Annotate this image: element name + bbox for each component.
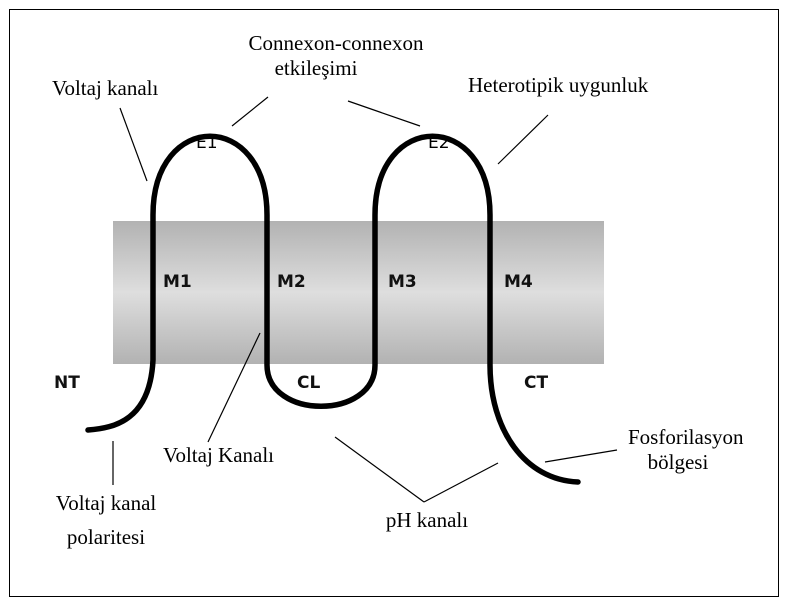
label-polarite-line1: Voltaj kanal [56,491,157,515]
label-ph-kanali: pH kanalı [386,508,468,532]
label-voltaj-kanali-top: Voltaj kanalı [52,76,159,100]
segment-m2: M2 [277,272,306,292]
label-connexon-line1: Connexon-connexon [249,31,424,55]
segment-e1: E1 [196,133,218,153]
label-fosforilasyon-line2: bölgesi [648,450,709,474]
segment-nt: NT [54,373,80,393]
leader-heterotipik [498,115,548,164]
leader-fosforilasyon [545,450,617,462]
segment-m4: M4 [504,272,533,292]
label-voltaj-kanali-mid: Voltaj Kanalı [163,443,274,467]
segment-e2: E2 [428,133,450,153]
leader-connexon-e2 [348,101,420,126]
label-polarite-line2: polaritesi [67,525,145,549]
segment-cl: CL [297,373,320,393]
label-heterotipik: Heterotipik uygunluk [468,73,649,97]
leader-ph-left [335,437,424,502]
segment-ct: CT [524,373,548,393]
leader-ph-right [424,463,498,502]
membrane-band [113,221,604,364]
label-connexon-line2: etkileşimi [275,56,358,80]
segment-m3: M3 [388,272,417,292]
label-fosforilasyon-line1: Fosforilasyon [628,425,744,449]
leader-connexon-e1 [232,97,268,126]
leader-voltaj-top [120,108,147,181]
segment-m1: M1 [163,272,192,292]
